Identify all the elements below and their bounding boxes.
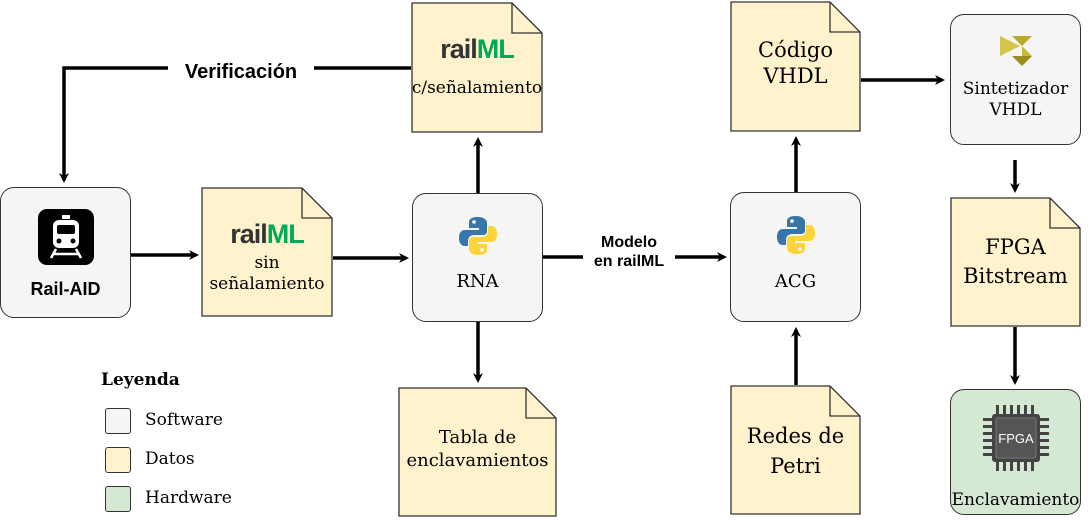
node-sintetizador: Sintetizador VHDL bbox=[950, 14, 1081, 145]
node-codigo: Código VHDL bbox=[730, 1, 861, 132]
railml-logo-rail: rail bbox=[230, 219, 268, 249]
legend-swatch-hardware bbox=[105, 486, 131, 512]
legend-label-hardware: Hardware bbox=[145, 488, 232, 508]
legend-swatch-datos bbox=[105, 447, 131, 473]
node-codigo-line2: VHDL bbox=[763, 64, 828, 89]
vivado-icon bbox=[1000, 36, 1032, 66]
node-fpga-bitstream-line2: Bitstream bbox=[963, 264, 1068, 289]
node-fpga-bitstream-label: FPGA Bitstream bbox=[950, 233, 1081, 292]
node-rna: RNA bbox=[412, 193, 543, 322]
node-redes-line1: Redes de bbox=[746, 424, 845, 448]
node-tabla-line1: Tabla de bbox=[438, 427, 517, 448]
node-rna-label: RNA bbox=[456, 271, 499, 292]
railml-logo-ml: ML bbox=[476, 34, 515, 64]
edge-label-modelo-line2: en railML bbox=[593, 253, 665, 271]
python-icon bbox=[777, 216, 815, 254]
railml-logo: railML bbox=[411, 36, 543, 63]
node-railml-con-label: c/señalamiento bbox=[411, 78, 543, 98]
node-acg-label: ACG bbox=[774, 271, 817, 292]
node-railml-sin-line1: sin bbox=[254, 253, 280, 273]
edge-label-modelo-line1: Modelo bbox=[601, 234, 657, 251]
node-sintetizador-line2: VHDL bbox=[989, 100, 1042, 121]
legend-label-software: Software bbox=[145, 410, 223, 430]
railml-logo: railML bbox=[201, 221, 333, 248]
node-railml-sin: railML sin señalamiento bbox=[201, 187, 333, 317]
railml-logo-rail: rail bbox=[440, 34, 478, 64]
node-enclavamiento-label: Enclavamiento bbox=[951, 490, 1080, 510]
node-rail-aid-label: Rail-AID bbox=[30, 279, 101, 299]
node-fpga-bitstream: FPGA Bitstream bbox=[950, 197, 1081, 327]
node-railml-con: railML c/señalamiento bbox=[411, 2, 543, 133]
python-icon bbox=[459, 217, 497, 255]
legend-label-datos: Datos bbox=[145, 449, 195, 469]
node-redes-label: Redes de Petri bbox=[730, 421, 861, 482]
node-redes-line2: Petri bbox=[770, 454, 821, 479]
edge-label-modelo: Modelo en railML bbox=[583, 233, 675, 272]
node-tabla: Tabla de enclavamientos bbox=[398, 387, 557, 517]
node-redes: Redes de Petri bbox=[730, 385, 861, 515]
node-railml-sin-label: sin señalamiento bbox=[201, 253, 333, 296]
node-sintetizador-line1: Sintetizador bbox=[962, 79, 1069, 99]
legend-title: Leyenda bbox=[101, 370, 180, 390]
node-acg: ACG bbox=[730, 192, 861, 322]
fpga-chip-icon bbox=[983, 405, 1049, 471]
node-tabla-label: Tabla de enclavamientos bbox=[398, 427, 557, 472]
node-rail-aid: Rail-AID bbox=[0, 187, 131, 318]
node-codigo-label: Código VHDL bbox=[730, 37, 861, 90]
node-sintetizador-label: Sintetizador VHDL bbox=[951, 79, 1080, 122]
fpga-chip-text: FPGA bbox=[998, 431, 1034, 446]
edge-label-verificacion: Verificación bbox=[168, 60, 314, 84]
legend-swatch-software bbox=[105, 408, 131, 434]
edge-verificacion bbox=[59, 66, 411, 183]
node-enclavamiento: FPGA Enclavamiento bbox=[950, 389, 1081, 515]
node-tabla-line2: enclavamientos bbox=[406, 449, 549, 471]
railml-logo-ml: ML bbox=[266, 219, 305, 249]
node-fpga-bitstream-line1: FPGA bbox=[985, 235, 1046, 259]
node-railml-sin-line2: señalamiento bbox=[209, 274, 325, 295]
node-codigo-line1: Código bbox=[758, 38, 833, 62]
train-icon bbox=[38, 209, 94, 265]
